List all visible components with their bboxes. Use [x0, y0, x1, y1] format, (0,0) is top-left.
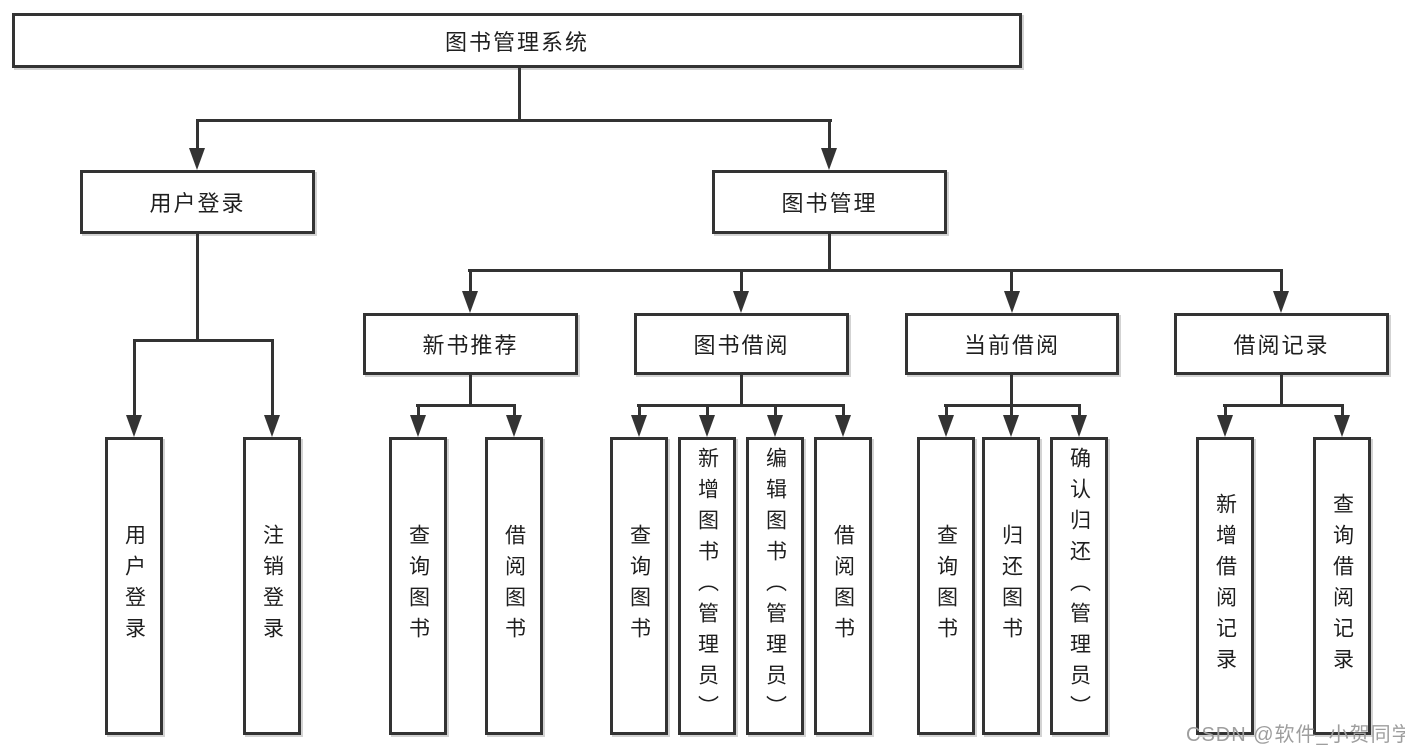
connector-record-bar — [1223, 404, 1344, 407]
arrow-down-borrow-query — [631, 415, 647, 437]
connector-stem-record-query — [1341, 404, 1344, 417]
connector-user-login-trunk — [196, 234, 199, 342]
node-current-borrow: 当前借阅 — [905, 313, 1119, 375]
arrow-down-recommend-query — [410, 415, 426, 437]
connector-stem-current-query — [945, 404, 948, 417]
leaf-logout: 注销登录 — [243, 437, 301, 735]
connector-stem-borrow-add — [706, 404, 709, 417]
arrow-down-borrow-edit — [767, 415, 783, 437]
connector-stem-recommend-query — [417, 404, 420, 417]
arrow-down-recommend-borrow — [506, 415, 522, 437]
arrow-down-user-login — [189, 148, 205, 170]
connector-record-trunk — [1280, 375, 1283, 407]
connector-user-login-bar — [133, 339, 274, 342]
node-borrow-record: 借阅记录 — [1174, 313, 1389, 375]
connector-stem-current-borrow — [1010, 269, 1013, 293]
connector-borrow-bar — [637, 404, 845, 407]
connector-stem-leaf-logout — [271, 339, 274, 417]
arrow-down-borrow-record — [1273, 291, 1289, 313]
connector-stem-book-borrow — [740, 269, 743, 293]
connector-stem-leaf-user-login — [133, 339, 136, 417]
connector-stem-borrow-record — [1280, 269, 1283, 293]
connector-stem-current-return — [1010, 404, 1013, 417]
leaf-borrow-query-book: 查询图书 — [610, 437, 668, 735]
leaf-recommend-borrow-book: 借阅图书 — [485, 437, 543, 735]
node-book-management: 图书管理 — [712, 170, 947, 234]
connector-stem-borrow-edit — [774, 404, 777, 417]
leaf-borrow-edit-book-admin: 编辑图书（管理员） — [746, 437, 804, 735]
leaf-user-login: 用户登录 — [105, 437, 163, 735]
arrow-down-new-book-recommend — [462, 291, 478, 313]
arrow-down-record-query — [1334, 415, 1350, 437]
node-book-borrow: 图书借阅 — [634, 313, 849, 375]
arrow-down-current-query — [938, 415, 954, 437]
arrow-down-current-borrow — [1004, 291, 1020, 313]
connector-stem-borrow-query — [638, 404, 641, 417]
arrow-down-record-add — [1217, 415, 1233, 437]
connector-stem-recommend-borrow — [513, 404, 516, 417]
node-root: 图书管理系统 — [12, 13, 1022, 68]
connector-recommend-trunk — [469, 375, 472, 407]
connector-stem-new-book-recommend — [469, 269, 472, 293]
connector-level1-bar — [196, 119, 832, 122]
connector-stem-current-confirm — [1078, 404, 1081, 417]
leaf-current-query-book: 查询图书 — [917, 437, 975, 735]
connector-stem-borrow-borrow — [842, 404, 845, 417]
leaf-record-query-borrow-record: 查询借阅记录 — [1313, 437, 1371, 735]
csdn-watermark: CSDN @软件_小贺同学 — [1186, 724, 1405, 746]
leaf-borrow-borrow-book: 借阅图书 — [814, 437, 872, 735]
connector-current-trunk — [1010, 375, 1013, 407]
leaf-current-confirm-return-admin: 确认归还（管理员） — [1050, 437, 1108, 735]
connector-borrow-trunk — [740, 375, 743, 407]
arrow-down-current-return — [1003, 415, 1019, 437]
connector-stem-book-management — [828, 119, 831, 150]
node-new-book-recommend: 新书推荐 — [363, 313, 578, 375]
leaf-recommend-query-book: 查询图书 — [389, 437, 447, 735]
connector-root-trunk — [518, 68, 521, 121]
connector-recommend-bar — [416, 404, 516, 407]
arrow-down-leaf-user-login — [126, 415, 142, 437]
node-user-login: 用户登录 — [80, 170, 315, 234]
connector-stem-record-add — [1224, 404, 1227, 417]
arrow-down-leaf-logout — [264, 415, 280, 437]
leaf-record-add-borrow-record: 新增借阅记录 — [1196, 437, 1254, 735]
arrow-down-borrow-add — [699, 415, 715, 437]
leaf-current-return-book: 归还图书 — [982, 437, 1040, 735]
arrow-down-current-confirm — [1071, 415, 1087, 437]
connector-level2-bar — [468, 269, 1283, 272]
arrow-down-book-management — [821, 148, 837, 170]
leaf-borrow-add-book-admin: 新增图书（管理员） — [678, 437, 736, 735]
connector-stem-user-login — [196, 119, 199, 150]
arrow-down-book-borrow — [733, 291, 749, 313]
connector-book-management-trunk — [828, 234, 831, 272]
arrow-down-borrow-borrow — [835, 415, 851, 437]
